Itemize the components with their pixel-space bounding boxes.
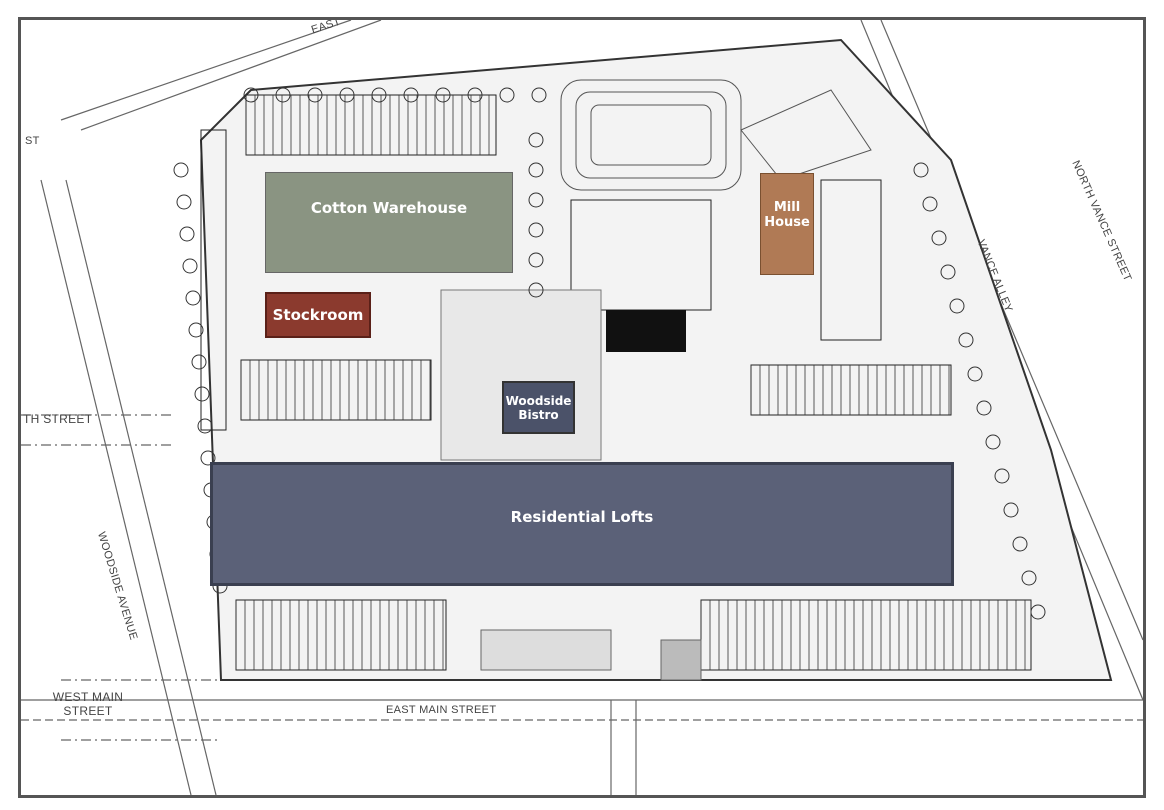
building-cotton-warehouse[interactable]: Cotton Warehouse (265, 172, 513, 273)
tree-icon (435, 87, 451, 103)
street-label-east-main-street: EAST MAIN STREET (386, 704, 497, 716)
tree-icon (528, 282, 544, 298)
tree-icon (531, 87, 547, 103)
tree-icon (403, 87, 419, 103)
tree-icon (967, 366, 983, 382)
tree-icon (182, 258, 198, 274)
tree-icon (528, 132, 544, 148)
site-plan-map: EAST ST TH STREET WOODSIDE AVENUE WEST M… (18, 17, 1146, 798)
building-label: Cotton Warehouse (310, 198, 468, 217)
tree-icon (528, 222, 544, 238)
tree-icon (1012, 536, 1028, 552)
tree-icon (1003, 502, 1019, 518)
tree-icon (985, 434, 1001, 450)
tree-icon (307, 87, 323, 103)
tree-icon (1030, 604, 1046, 620)
tree-icon (371, 87, 387, 103)
building-label: Woodside Bistro (505, 393, 572, 422)
building-label: Residential Lofts (510, 508, 654, 526)
tree-icon (931, 230, 947, 246)
tree-icon (940, 264, 956, 280)
tree-icon (275, 87, 291, 103)
tree-icon (958, 332, 974, 348)
tree-icon (922, 196, 938, 212)
tree-icon (191, 354, 207, 370)
building-label: Mill House (764, 200, 810, 230)
tree-icon (339, 87, 355, 103)
tree-icon (173, 162, 189, 178)
tree-icon (200, 450, 216, 466)
tree-icon (188, 322, 204, 338)
site-linework (21, 20, 1143, 795)
tree-icon (949, 298, 965, 314)
tree-icon (528, 252, 544, 268)
building-residential-lofts[interactable]: Residential Lofts (210, 462, 954, 586)
building-stockroom[interactable]: Stockroom (265, 292, 371, 338)
tree-icon (243, 87, 259, 103)
tree-icon (176, 194, 192, 210)
tree-icon (185, 290, 201, 306)
tree-icon (194, 386, 210, 402)
street-label-st: ST (25, 135, 40, 147)
building-woodside-bistro[interactable]: Woodside Bistro (502, 381, 575, 434)
tree-icon (499, 87, 515, 103)
building-label: Stockroom (272, 306, 364, 324)
tree-icon (528, 192, 544, 208)
tree-icon (197, 418, 213, 434)
tree-icon (976, 400, 992, 416)
tree-icon (528, 162, 544, 178)
street-label-th-street: TH STREET (23, 412, 93, 426)
tree-icon (913, 162, 929, 178)
building-mill-house[interactable]: Mill House (760, 173, 814, 275)
street-label-west-main-street: WEST MAIN STREET (52, 690, 124, 718)
tree-icon (1021, 570, 1037, 586)
tree-icon (179, 226, 195, 242)
tree-icon (467, 87, 483, 103)
tree-icon (994, 468, 1010, 484)
